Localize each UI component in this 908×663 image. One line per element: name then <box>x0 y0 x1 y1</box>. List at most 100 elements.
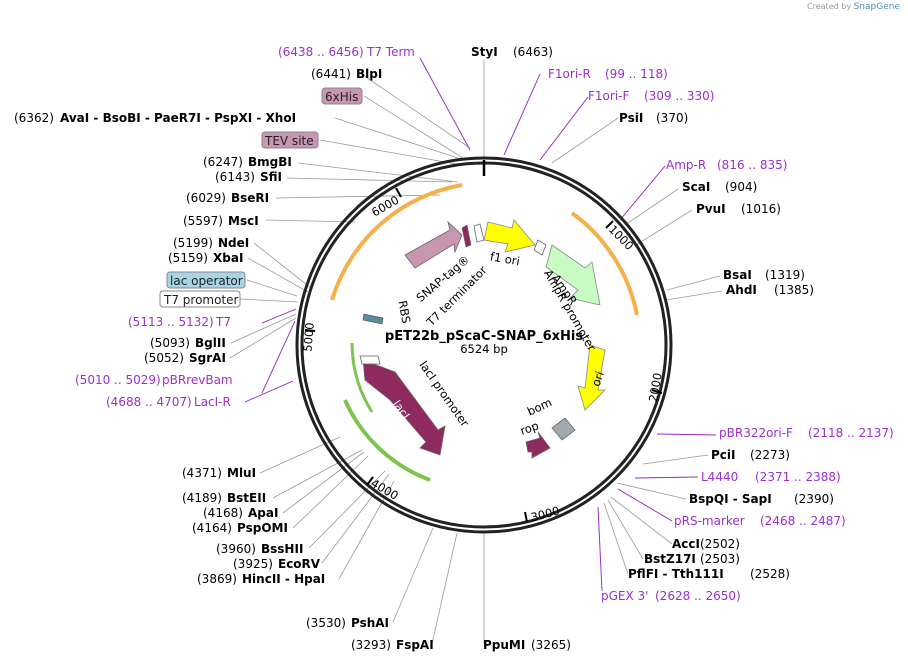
credit-text: Created by <box>807 2 852 11</box>
mlui-label: MluI <box>227 466 256 480</box>
scai-label: ScaI <box>682 180 710 194</box>
t7-terminator-shape <box>473 223 485 243</box>
primer-f1ori-r-pos: (99 .. 118) <box>605 67 668 81</box>
sgrai-pos: (5052) <box>144 351 184 365</box>
snapgene-credit: Created by SnapGene <box>807 2 900 12</box>
pspomi-pos: (4164) <box>192 521 232 535</box>
apai-label: ApaI <box>248 506 278 520</box>
scai-pos: (904) <box>725 180 757 194</box>
primer-pbrrevbam-pos: (5010 .. 5029) <box>75 373 161 387</box>
mlui-pos: (4371) <box>182 466 222 480</box>
t7-promoter-label: T7 promoter <box>163 293 239 307</box>
pcii-label: PciI <box>711 448 736 462</box>
pshai-pos: (3530) <box>306 616 346 630</box>
bsai-pos: (1319) <box>765 268 805 282</box>
position-ticks <box>304 187 663 523</box>
hincii-pos: (3869) <box>197 572 237 586</box>
primer-t7term: T7 Term <box>366 45 415 59</box>
msci-pos: (5597) <box>183 214 223 228</box>
sfii-label: SfiI <box>260 170 282 184</box>
f1-ori-arrow <box>483 219 536 253</box>
primer-l4440: L4440 <box>701 470 738 484</box>
bspqi-pos: (2390) <box>794 492 834 506</box>
sfii-pos: (6143) <box>215 170 255 184</box>
bsteii-pos: (4189) <box>182 491 222 505</box>
primer-f1ori-r: F1ori-R <box>548 67 591 81</box>
bstz17i-pos: (2503) <box>700 552 740 566</box>
t7-promoter-box <box>159 290 241 308</box>
pvui-pos: (1016) <box>741 202 781 216</box>
primer-prs-marker: pRS-marker <box>674 514 745 528</box>
bspqi-label: BspQI - SapI <box>689 492 772 506</box>
primer-t7term-pos: (6438 .. 6456) <box>278 45 364 59</box>
green-arc-inner <box>350 342 374 413</box>
bseri-label: BseRI <box>231 191 269 205</box>
tick-label-6000: 6000 <box>369 193 401 220</box>
ecorv-pos: (3925) <box>233 557 273 571</box>
sixhis-box <box>321 87 363 105</box>
ppumi-label: PpuMI <box>483 638 525 652</box>
bmgbi-label: BmgBI <box>248 155 292 169</box>
snap-tag-arrow <box>404 220 463 269</box>
backbone-outer <box>295 156 673 534</box>
psii-label: PsiI <box>619 111 643 125</box>
orange-arc-right <box>570 211 639 316</box>
pflfi-pos: (2528) <box>750 567 790 581</box>
bglii-label: BglII <box>195 336 226 350</box>
snapgene-brand: SnapGene <box>853 2 900 12</box>
tev-box <box>261 131 319 149</box>
ampr-arrow <box>545 244 601 306</box>
primer-amp-r-pos: (816 .. 835) <box>717 158 787 172</box>
fspai-label: FspAI <box>396 638 434 652</box>
rop-arrow <box>525 431 551 459</box>
rbs-label: RBS <box>396 299 414 324</box>
primer-laci-r-pos: (4688 .. 4707) <box>106 395 192 409</box>
bom-label: bom <box>525 395 554 418</box>
lac-operator-shape <box>362 313 384 325</box>
bglii-pos: (5093) <box>150 336 190 350</box>
sixhis-label: 6xHis <box>325 90 358 104</box>
pvui-label: PvuI <box>696 202 726 216</box>
bmgbi-pos: (6247) <box>203 155 243 169</box>
primer-pbrrevbam: pBRrevBam <box>162 373 233 387</box>
primer-amp-r: Amp-R <box>666 158 706 172</box>
ahdi-label: AhdI <box>726 283 757 297</box>
primer-t7: T7 <box>215 315 231 329</box>
primer-pgex3-pos: (2628 .. 2650) <box>655 589 741 603</box>
laci-arrow <box>362 359 446 456</box>
lac-operator-box <box>166 271 246 289</box>
apai-pos: (4168) <box>203 506 243 520</box>
plasmid-size: 6524 bp <box>460 342 508 356</box>
primer-connectors <box>244 57 717 592</box>
acci-pos: (2502) <box>700 537 740 551</box>
pcii-pos: (2273) <box>750 448 790 462</box>
xbai-label: XbaI <box>213 251 243 265</box>
pflfi-label: PflFI - Tth111I <box>628 567 724 581</box>
primer-f1ori-f-pos: (309 .. 330) <box>644 89 714 103</box>
psii-pos: (370) <box>656 111 688 125</box>
primer-prs-marker-pos: (2468 .. 2487) <box>760 514 846 528</box>
laci-promoter-shape <box>359 355 381 365</box>
ppumi-pos: (3265) <box>531 638 571 652</box>
sgrai-label: SgrAI <box>189 351 226 365</box>
acci-label: AccI <box>672 537 700 551</box>
bsshii-pos: (3960) <box>216 542 256 556</box>
tev-label: TEV site <box>264 134 314 148</box>
ori-label: ori <box>589 369 607 388</box>
primer-pbr322ori-f: pBR322ori-F <box>719 426 793 440</box>
blpi-label: BlpI <box>356 67 382 81</box>
primer-f1ori-f: F1ori-F <box>588 89 629 103</box>
primer-pbr322ori-f-pos: (2118 .. 2137) <box>808 426 894 440</box>
ndei-label: NdeI <box>218 236 249 250</box>
lac-operator-label: lac operator <box>170 274 243 288</box>
ava-label: AvaI - BsoBI - PaeR7I - PspXI - XhoI <box>60 111 296 125</box>
blpi-pos: (6441) <box>311 67 351 81</box>
tag-region <box>461 224 472 248</box>
ori-arrow <box>577 344 606 411</box>
rop-label: rop <box>518 418 540 438</box>
bsai-label: BsaI <box>723 268 752 282</box>
styi-pos: (6463) <box>513 45 553 59</box>
ampr-promoter-shape <box>533 239 547 256</box>
fspai-pos: (3293) <box>351 638 391 652</box>
